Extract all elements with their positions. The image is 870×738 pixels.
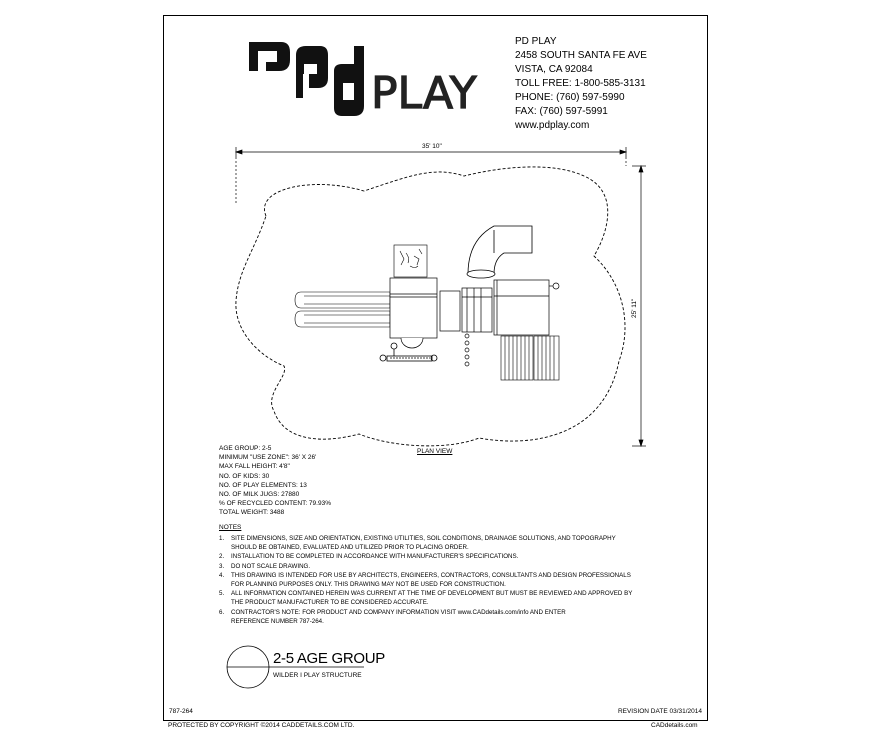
use-zone-boundary (235, 166, 626, 447)
company-website: www.pdplay.com (515, 120, 590, 131)
plan-view-drawing: 35' 10" 25' 11" (234, 143, 646, 448)
pd-logo-mark (249, 42, 364, 116)
note-item: 5. ALL INFORMATION CONTAINED HEREIN WAS … (219, 589, 632, 607)
revision-date: REVISION DATE 03/31/2014 (617, 708, 702, 715)
spiral-tube-slide (466, 225, 533, 279)
note-line: INSTALLATION TO BE COMPLETED IN ACCORDAN… (231, 553, 519, 561)
note-line: SITE DIMENSIONS, SIZE AND ORIENTATION, E… (231, 535, 616, 542)
notes-title: NOTES (219, 524, 242, 531)
spec-use-zone: MINIMUM "USE ZONE": 36' X 26' (219, 454, 317, 462)
left-platform-deck (389, 277, 461, 349)
note-item: 4. THIS DRAWING IS INTENDED FOR USE BY A… (219, 571, 632, 589)
note-number: 4. (219, 571, 225, 579)
double-slide (294, 291, 391, 328)
note-item: 6. CONTRACTOR'S NOTE: FOR PRODUCT AND CO… (219, 608, 632, 626)
spec-milk-jugs: NO. OF MILK JUGS: 27880 (219, 491, 300, 499)
logo-play-text: PLAY (371, 68, 477, 119)
climber-chain (379, 342, 438, 362)
reference-number: 787-264 (169, 708, 193, 715)
note-line: THIS DRAWING IS INTENDED FOR USE BY ARCH… (231, 571, 631, 579)
drawing-sheet: PLAY PD PLAY 2458 SOUTH SANTA FE AVE VIS… (163, 15, 708, 721)
drawing-subtitle: WILDER I PLAY STRUCTURE (273, 672, 362, 679)
drawing-title: 2-5 AGE GROUP (273, 650, 385, 667)
note-number: 5. (219, 590, 225, 598)
chain-ladder (464, 333, 470, 367)
company-address-line1: 2458 SOUTH SANTA FE AVE (515, 50, 647, 61)
spec-play-elements: NO. OF PLAY ELEMENTS: 13 (219, 481, 307, 489)
note-item: 3. DO NOT SCALE DRAWING. (219, 562, 632, 571)
bridge (461, 287, 493, 333)
height-dimension-line (632, 164, 646, 448)
note-line: DO NOT SCALE DRAWING. (231, 562, 311, 570)
note-item: 2. INSTALLATION TO BE COMPLETED IN ACCOR… (219, 552, 632, 561)
step-climber (500, 335, 560, 381)
copyright-notice: PROTECTED BY COPYRIGHT ©2014 CADDETAILS.… (168, 722, 355, 729)
spec-total-weight: TOTAL WEIGHT: 3488 (219, 509, 285, 517)
pd-play-logo: PLAY (249, 42, 477, 120)
spec-recycled-content: % OF RECYCLED CONTENT: 79.93% (219, 500, 331, 508)
note-line: ALL INFORMATION CONTAINED HEREIN WAS CUR… (231, 590, 633, 598)
height-dimension-label: 25' 11" (631, 298, 638, 318)
activity-panel (393, 244, 428, 278)
note-line: CONTRACTOR'S NOTE: FOR PRODUCT AND COMPA… (231, 608, 566, 616)
right-platform-deck (493, 279, 560, 336)
company-info: PD PLAY 2458 SOUTH SANTA FE AVE VISTA, C… (515, 35, 647, 133)
company-phone: PHONE: (760) 597-5990 (515, 92, 625, 103)
title-block-symbol (226, 645, 364, 689)
note-line: FOR PLANNING PURPOSES ONLY. THIS DRAWING… (231, 581, 506, 589)
note-item: 1. SITE DIMENSIONS, SIZE AND ORIENTATION… (219, 534, 632, 552)
spec-fall-height: MAX FALL HEIGHT: 4'8" (219, 463, 290, 471)
company-address-line2: VISTA, CA 92084 (515, 64, 593, 75)
note-number: 1. (219, 535, 225, 542)
note-line: THE PRODUCT MANUFACTURER TO BE CONSIDERE… (231, 599, 429, 607)
note-line: REFERENCE NUMBER 787-264. (231, 617, 324, 625)
company-toll-free: TOLL FREE: 1-800-585-3131 (515, 78, 646, 89)
note-number: 3. (219, 562, 225, 570)
footer-brand: CADdetails.com (651, 722, 698, 729)
spec-age-group: AGE GROUP: 2-5 (219, 445, 272, 452)
company-name: PD PLAY (515, 36, 557, 47)
note-number: 6. (219, 608, 225, 616)
width-dimension-line (234, 147, 628, 204)
notes-list: 1. SITE DIMENSIONS, SIZE AND ORIENTATION… (219, 534, 632, 626)
spec-kids: NO. OF KIDS: 30 (219, 472, 270, 480)
specifications-list: AGE GROUP: 2-5 MINIMUM "USE ZONE": 36' X… (219, 444, 331, 518)
note-number: 2. (219, 553, 225, 561)
note-line: SHOULD BE OBTAINED, EVALUATED AND UTILIZ… (231, 544, 469, 552)
width-dimension-label: 35' 10" (422, 143, 443, 150)
plan-view-label: PLAN VIEW (417, 448, 453, 455)
company-fax: FAX: (760) 597-5991 (515, 106, 608, 117)
